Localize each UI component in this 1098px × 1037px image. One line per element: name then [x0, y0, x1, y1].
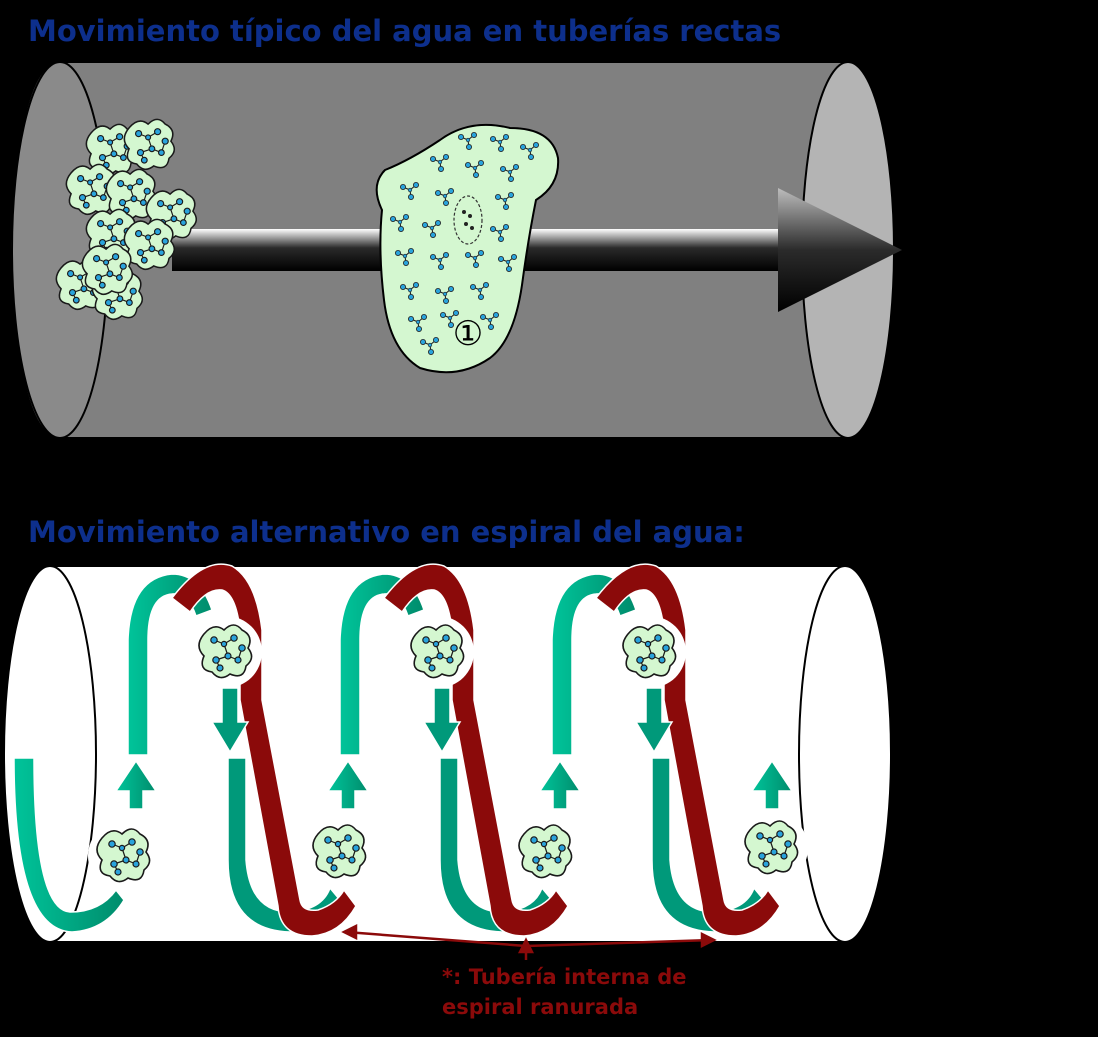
molecules-spiral	[88, 616, 808, 892]
water-cluster-large	[375, 123, 560, 374]
title-straight-pipe: Movimiento típico del agua en tuberías r…	[28, 14, 782, 48]
title-spiral-pipe: Movimiento alternativo en espiral del ag…	[28, 515, 745, 549]
spiral-turns	[13, 563, 781, 937]
note-line-1: *: Tubería interna de	[442, 965, 687, 989]
marker-label: ①	[453, 314, 483, 354]
note-line-2: espiral ranurada	[442, 995, 639, 1019]
spiral-pipe-note: *: Tubería interna de espiral ranurada	[442, 962, 686, 1022]
note-pointer-lines	[341, 923, 717, 960]
